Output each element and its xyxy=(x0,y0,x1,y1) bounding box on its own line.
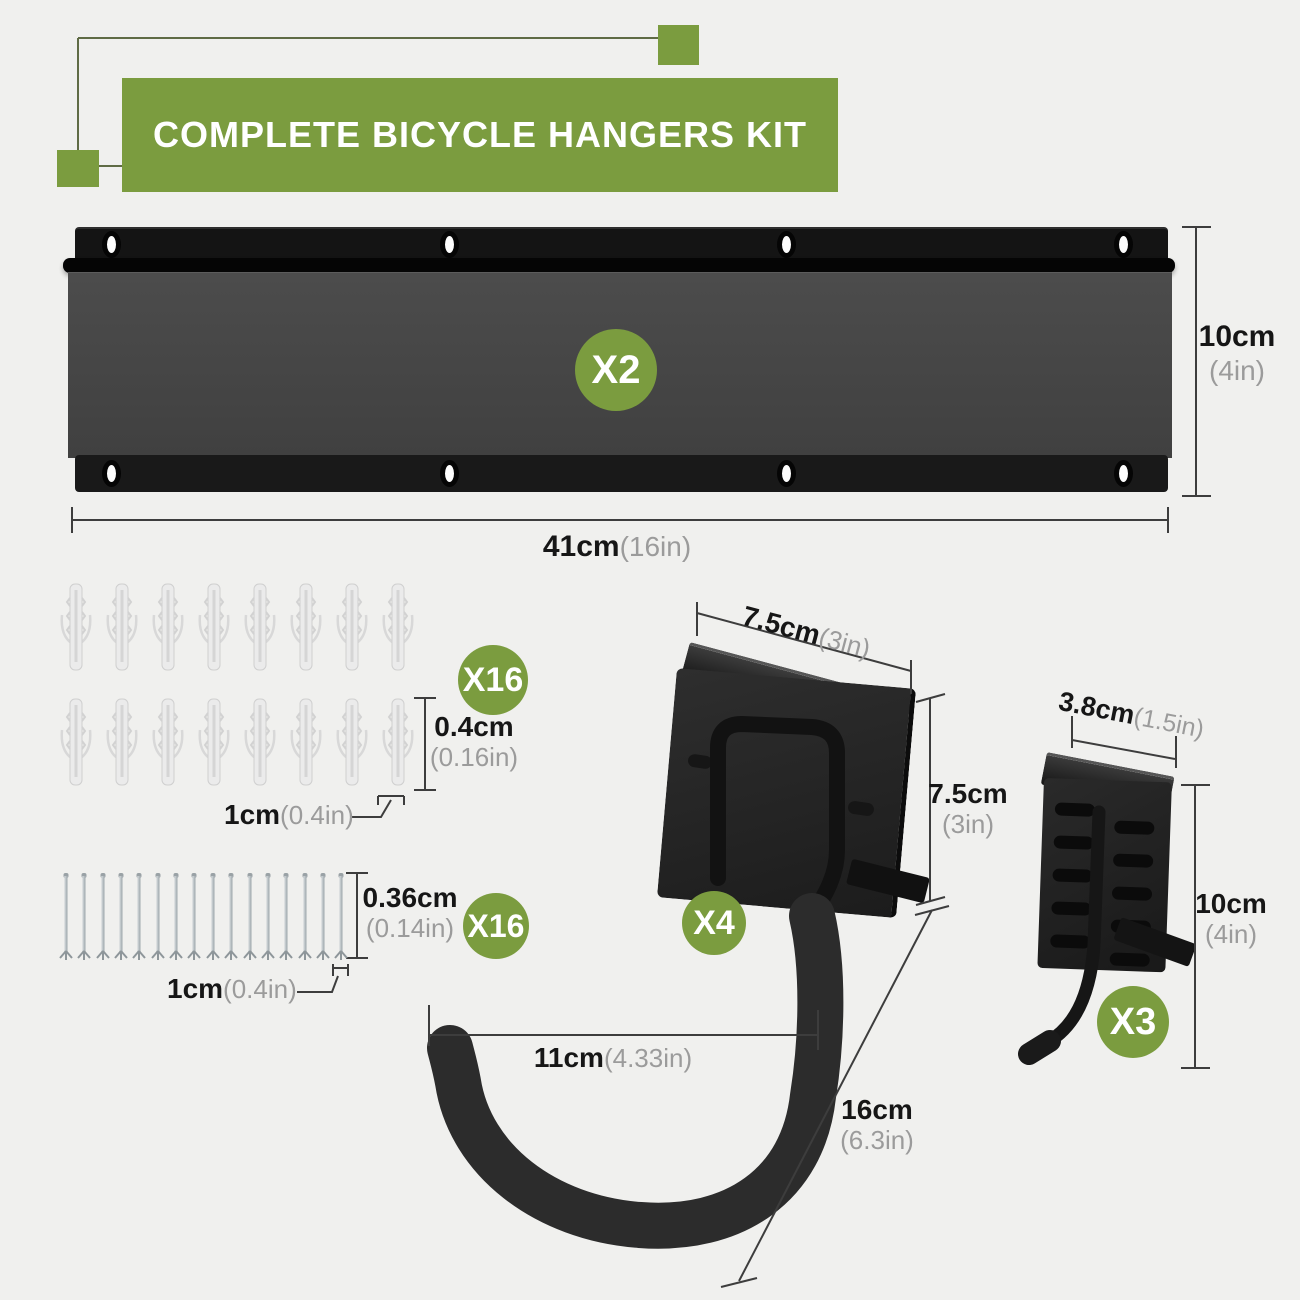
wall-anchor xyxy=(290,698,322,786)
rail-height-label: 10cm(4in) xyxy=(1198,320,1276,386)
rail-lip xyxy=(63,258,1175,273)
small-hook-slot xyxy=(1050,934,1091,949)
small-hook-slot xyxy=(1052,868,1093,883)
screw xyxy=(114,873,128,960)
rail-top-flange xyxy=(75,227,1168,263)
screw xyxy=(224,873,238,960)
wall-anchor xyxy=(290,583,322,671)
rail-screw-hole xyxy=(1114,460,1133,487)
anchor-diameter-label: 0.4cm(0.16in) xyxy=(429,711,519,773)
rail-screw-hole xyxy=(102,231,121,258)
small-hook-qty-badge: X3 xyxy=(1097,986,1169,1058)
rail-screw-hole xyxy=(777,460,796,487)
big-hook-width-label: 7.5cm(3in) xyxy=(738,600,874,664)
rail-screw-hole xyxy=(440,460,459,487)
screw xyxy=(334,873,349,960)
wall-anchor xyxy=(198,698,230,786)
small-hook-slot xyxy=(1112,853,1154,868)
small-hook-slot xyxy=(1114,820,1155,835)
wall-anchor xyxy=(106,583,138,671)
screw xyxy=(169,873,183,960)
wall-anchor xyxy=(106,698,138,786)
anchor-qty-badge: X16 xyxy=(458,645,528,715)
wall-anchor xyxy=(60,583,92,671)
page-title: COMPLETE BICYCLE HANGERS KIT xyxy=(152,114,808,155)
rail-bottom-flange xyxy=(75,455,1168,492)
wall-anchor xyxy=(382,583,414,671)
wall-anchor xyxy=(336,583,368,671)
wall-anchor xyxy=(336,698,368,786)
small-hook-slot xyxy=(1054,802,1096,817)
small-hook-slot xyxy=(1109,952,1150,967)
small-hook-slot xyxy=(1111,886,1153,901)
decor-square-bottom-left xyxy=(57,150,99,187)
anchor-length-label: 1cm(0.4in) xyxy=(224,799,354,830)
screw xyxy=(77,873,92,960)
decor-square-top-right xyxy=(658,25,699,65)
rail-screw-hole xyxy=(777,231,796,258)
screw xyxy=(150,873,165,960)
small-hook-height-label: 10cm(4in) xyxy=(1195,888,1267,950)
screw xyxy=(297,873,312,960)
wall-anchor xyxy=(244,583,276,671)
big-hook-inner-width-label: 11cm(4.33in) xyxy=(533,1042,693,1073)
rail-width-label: 41cm(16in) xyxy=(542,530,692,563)
screw xyxy=(279,873,293,960)
rail-screw-hole xyxy=(440,231,459,258)
big-hook-height-label: 7.5cm(3in) xyxy=(928,778,1008,840)
big-hook-depth-label: 16cm(6.3in) xyxy=(840,1094,914,1156)
screw-length-label: 1cm(0.4in) xyxy=(167,973,297,1004)
rail-screw-hole xyxy=(1114,231,1133,258)
screw xyxy=(242,873,257,960)
small-hook-slot xyxy=(1053,835,1094,850)
rail-screw-hole xyxy=(102,460,121,487)
wall-anchor xyxy=(152,698,184,786)
small-hook-width-label: 3.8cm(1.5in) xyxy=(1056,686,1207,744)
wall-anchor xyxy=(382,698,414,786)
big-hook-qty-badge: X4 xyxy=(682,891,746,955)
screw xyxy=(187,873,202,960)
screw-diameter-label: 0.36cm(0.14in) xyxy=(362,882,458,944)
title-banner: COMPLETE BICYCLE HANGERS KIT xyxy=(122,78,838,192)
small-hook-tip xyxy=(1018,1030,1061,1065)
screw xyxy=(59,873,73,960)
small-hook-slot xyxy=(1051,901,1092,916)
screw xyxy=(95,873,110,960)
screw xyxy=(316,873,330,960)
wall-anchor xyxy=(152,583,184,671)
wall-anchor xyxy=(244,698,276,786)
screw xyxy=(132,873,147,960)
screw-qty-badge: X16 xyxy=(463,893,529,959)
rail-qty-badge: X2 xyxy=(575,329,657,411)
screw xyxy=(261,873,275,960)
wall-anchor xyxy=(198,583,230,671)
wall-anchor xyxy=(60,698,92,786)
screw xyxy=(206,873,220,960)
